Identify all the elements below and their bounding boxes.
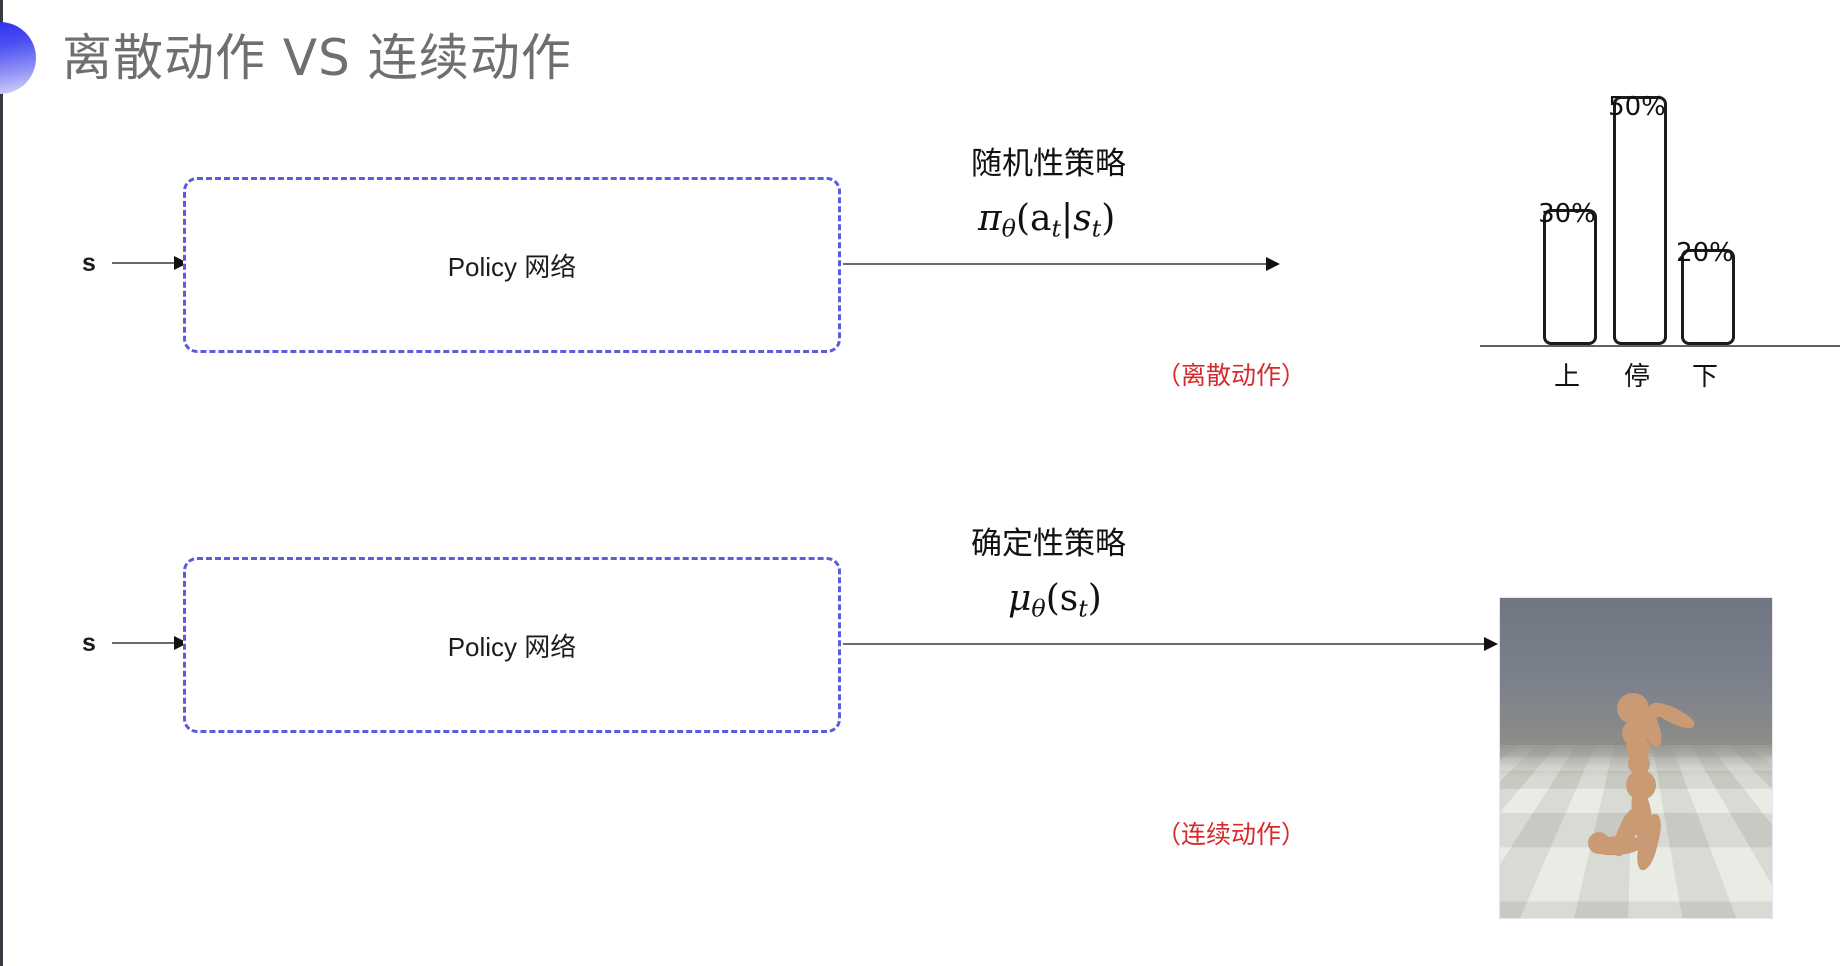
arrow-shaft	[112, 642, 175, 644]
bar-category-shang: 上	[1553, 362, 1580, 392]
formula-pi: π	[978, 198, 1002, 239]
formula-theta: θ	[1031, 594, 1046, 623]
formula-theta: θ	[1001, 214, 1016, 243]
arrow-shaft	[112, 262, 175, 264]
bar-category-xia: 下	[1691, 362, 1718, 392]
state-input-label-discrete: s	[82, 249, 96, 277]
policy-network-box-continuous[interactable]: Policy 网络	[183, 557, 841, 733]
action-probability-bar-chart: 30% 50% 20% 上 停 下	[1480, 92, 1840, 405]
humanoid-knee-back	[1588, 832, 1610, 854]
arrow-head	[1266, 257, 1280, 271]
humanoid-abdomen	[1628, 753, 1650, 775]
action-note-continuous: （连续动作）	[1156, 820, 1307, 849]
humanoid-simulation-image	[1500, 598, 1772, 918]
formula-mid: |s	[1061, 198, 1092, 239]
formula-mu: μ	[1008, 578, 1032, 619]
input-arrow-continuous	[112, 636, 188, 650]
bar-value-shang: 30%	[1538, 199, 1596, 229]
policy-network-label-discrete: Policy 网络	[447, 251, 577, 282]
formula-close: )	[1087, 578, 1102, 619]
policy-type-label-discrete: 随机性策略	[971, 146, 1126, 182]
formula-sub-t1: t	[1051, 214, 1062, 243]
input-arrow-discrete	[112, 256, 188, 270]
policy-network-box-discrete[interactable]: Policy 网络	[183, 177, 841, 353]
page-left-edge	[0, 0, 3, 966]
policy-type-label-continuous: 确定性策略	[971, 526, 1126, 562]
bar-shang	[1543, 209, 1597, 345]
chart-x-axis	[1480, 345, 1840, 347]
formula-sub-t1: t	[1078, 594, 1088, 623]
bar-ting	[1613, 96, 1667, 345]
policy-formula-continuous: μθ(st)	[1008, 578, 1102, 623]
state-input-label-continuous: s	[82, 629, 96, 657]
formula-close: )	[1101, 198, 1116, 239]
output-arrow-discrete	[843, 257, 1280, 271]
policy-formula-discrete: πθ(at|st)	[978, 198, 1115, 243]
bar-value-xia: 20%	[1676, 238, 1734, 268]
policy-network-label-continuous: Policy 网络	[447, 631, 577, 662]
arrow-shaft	[843, 643, 1485, 645]
page-title: 离散动作 VS 连续动作	[62, 29, 572, 87]
output-arrow-continuous	[843, 637, 1498, 651]
action-note-discrete: （离散动作）	[1156, 361, 1307, 390]
arrow-shaft	[843, 263, 1267, 265]
formula-open: (s	[1045, 578, 1079, 619]
formula-sub-t2: t	[1091, 214, 1102, 243]
bar-category-ting: 停	[1623, 362, 1650, 392]
bar-value-ting: 50%	[1608, 92, 1666, 122]
title-bullet-icon	[0, 22, 36, 94]
arrow-head	[1484, 637, 1498, 651]
formula-open: (a	[1015, 198, 1052, 239]
bar-xia	[1681, 249, 1735, 345]
